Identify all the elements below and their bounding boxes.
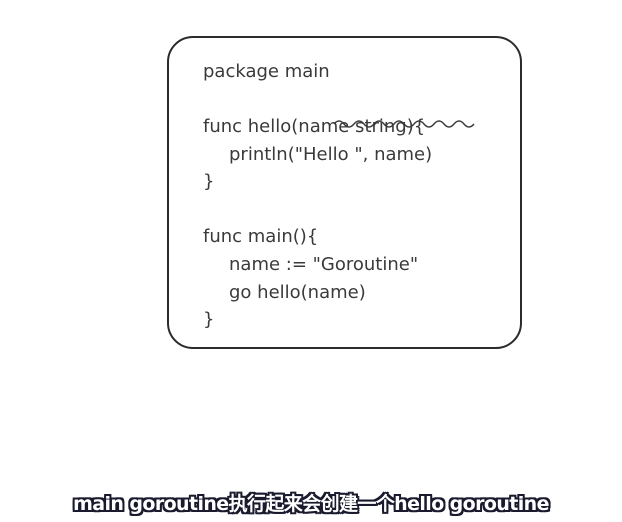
code-line-name-assign: name := "Goroutine" xyxy=(229,254,419,275)
code-line-package: package main xyxy=(203,61,330,82)
code-line-close-hello: } xyxy=(203,171,215,192)
code-line-func-hello: func hello(name string){ xyxy=(203,116,426,137)
squiggle-underline xyxy=(333,120,475,128)
code-line-go-hello: go hello(name) xyxy=(229,282,366,303)
code-line-println: println("Hello ", name) xyxy=(229,144,433,165)
video-subtitle: main goroutine执行起来会创建一个hello goroutine xyxy=(73,493,549,515)
code-line-close-main: } xyxy=(203,309,215,330)
code-snippet-card: package main func hello(name string){ pr… xyxy=(167,36,522,349)
code-line-func-main: func main(){ xyxy=(203,226,319,247)
